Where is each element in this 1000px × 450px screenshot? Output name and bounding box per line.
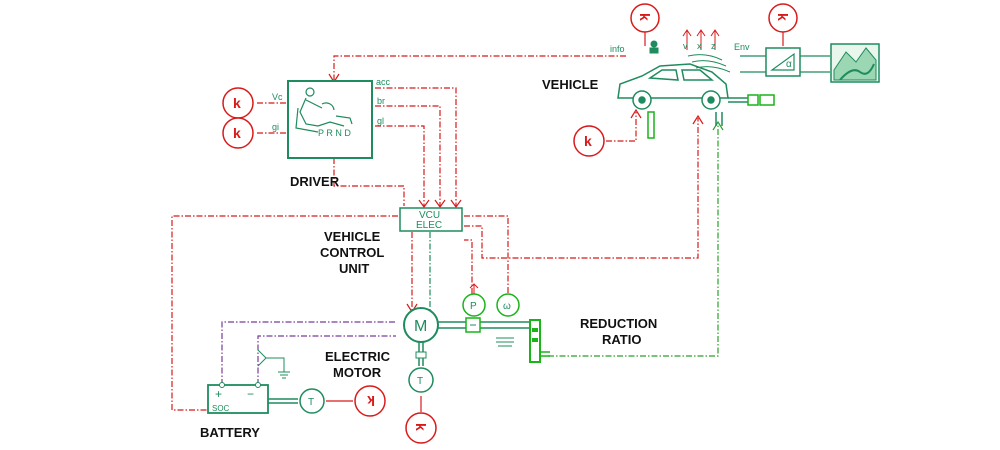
svg-text:k: k bbox=[775, 13, 791, 21]
vehicle-block[interactable]: info v x z Env bbox=[610, 29, 775, 139]
svg-text:k: k bbox=[413, 423, 429, 431]
vcu-title-3: UNIT bbox=[339, 261, 369, 276]
vcu-title-1: VEHICLE bbox=[324, 229, 381, 244]
vcu-vehicle-line bbox=[464, 215, 509, 300]
vxz-ports bbox=[682, 29, 720, 50]
port-br: br bbox=[377, 96, 385, 106]
svg-text:k: k bbox=[233, 125, 241, 141]
driver-vcu-line bbox=[333, 158, 405, 206]
vehicle-label: VEHICLE bbox=[542, 77, 599, 92]
constant-k-torque[interactable]: k bbox=[405, 412, 437, 444]
svg-text:ω: ω bbox=[503, 301, 511, 312]
acc-signal-line bbox=[375, 87, 457, 206]
svg-text:T: T bbox=[308, 397, 314, 408]
reduction-title-2: RATIO bbox=[602, 332, 641, 347]
constant-k-top-vehicle[interactable]: k bbox=[630, 3, 660, 33]
battery-block[interactable]: + − SOC bbox=[207, 382, 269, 414]
constant-k-top-env[interactable]: k bbox=[768, 3, 798, 33]
br-signal-line bbox=[375, 105, 441, 206]
port-vc: Vc bbox=[272, 92, 283, 102]
torque-sensor[interactable]: T bbox=[408, 367, 434, 393]
temp-sensor[interactable]: T bbox=[299, 388, 325, 414]
gear-icon bbox=[496, 337, 514, 347]
reduction-title-1: REDUCTION bbox=[580, 316, 657, 331]
svg-text:P: P bbox=[470, 301, 477, 312]
battery-minus: − bbox=[247, 387, 254, 401]
vehicle-speed-line bbox=[464, 118, 699, 259]
constant-k-gi[interactable]: k bbox=[222, 117, 254, 149]
power-vcu-line bbox=[464, 239, 473, 294]
driver-label: DRIVER bbox=[290, 174, 340, 189]
port-z: z bbox=[711, 41, 716, 51]
vcu-battery-line bbox=[171, 215, 398, 411]
environment-block[interactable]: α bbox=[740, 47, 830, 77]
reduction-vehicle-line bbox=[548, 124, 719, 357]
port-info: info bbox=[610, 44, 625, 54]
battery-label: BATTERY bbox=[200, 425, 260, 440]
motor-title-1: ELECTRIC bbox=[325, 349, 391, 364]
port-gi: gi bbox=[272, 122, 279, 132]
driver-seat-icon bbox=[295, 87, 353, 133]
info-signal-line bbox=[333, 55, 626, 80]
ground-icon bbox=[257, 349, 290, 379]
vcu-label-1: VCU bbox=[419, 210, 440, 221]
vcu-label-2: ELEC bbox=[416, 220, 442, 231]
port-x: x bbox=[697, 41, 702, 51]
svg-text:k: k bbox=[233, 95, 241, 111]
svg-text:k: k bbox=[367, 393, 375, 409]
constant-k-vehicle[interactable]: k bbox=[573, 125, 605, 157]
road-terrain-icon[interactable] bbox=[830, 43, 880, 83]
port-gl: gl bbox=[377, 116, 384, 126]
svg-text:k: k bbox=[637, 13, 653, 21]
vcu-block[interactable]: VCU ELEC bbox=[399, 207, 463, 232]
battery-motor-line-1 bbox=[221, 321, 396, 385]
port-acc: acc bbox=[376, 77, 391, 87]
signal-lines bbox=[171, 30, 784, 412]
k-vehicle-line bbox=[606, 112, 637, 142]
drive-shaft bbox=[438, 321, 530, 329]
vcu-title-2: CONTROL bbox=[320, 245, 384, 260]
info-person-icon bbox=[649, 40, 659, 54]
battery-soc: SOC bbox=[212, 404, 230, 413]
battery-motor-line-2 bbox=[257, 335, 396, 385]
port-env: Env bbox=[734, 42, 750, 52]
svg-text:M: M bbox=[414, 318, 427, 335]
reduction-gear-block[interactable] bbox=[529, 319, 550, 363]
electric-motor-block[interactable]: M bbox=[403, 307, 439, 366]
shaft-connector[interactable] bbox=[465, 317, 481, 333]
constant-k-temp[interactable]: k bbox=[354, 385, 386, 417]
constant-k-vc[interactable]: k bbox=[222, 87, 254, 119]
battery-plus: + bbox=[215, 387, 222, 401]
svg-text:k: k bbox=[584, 133, 592, 149]
driver-block[interactable]: P R N D acc br gl Vc gi bbox=[272, 77, 391, 159]
svg-text:T: T bbox=[417, 376, 423, 387]
power-sensor[interactable]: P bbox=[462, 283, 486, 317]
airflow-icon bbox=[687, 54, 731, 73]
port-v: v bbox=[683, 41, 688, 51]
speed-sensor[interactable]: ω bbox=[496, 293, 520, 317]
prnd-label: P R N D bbox=[318, 128, 351, 138]
car-icon bbox=[617, 63, 729, 110]
gl-signal-line bbox=[375, 125, 425, 206]
battery-thermal-link bbox=[268, 398, 298, 404]
alpha-label: α bbox=[786, 59, 792, 70]
motor-title-2: MOTOR bbox=[333, 365, 382, 380]
